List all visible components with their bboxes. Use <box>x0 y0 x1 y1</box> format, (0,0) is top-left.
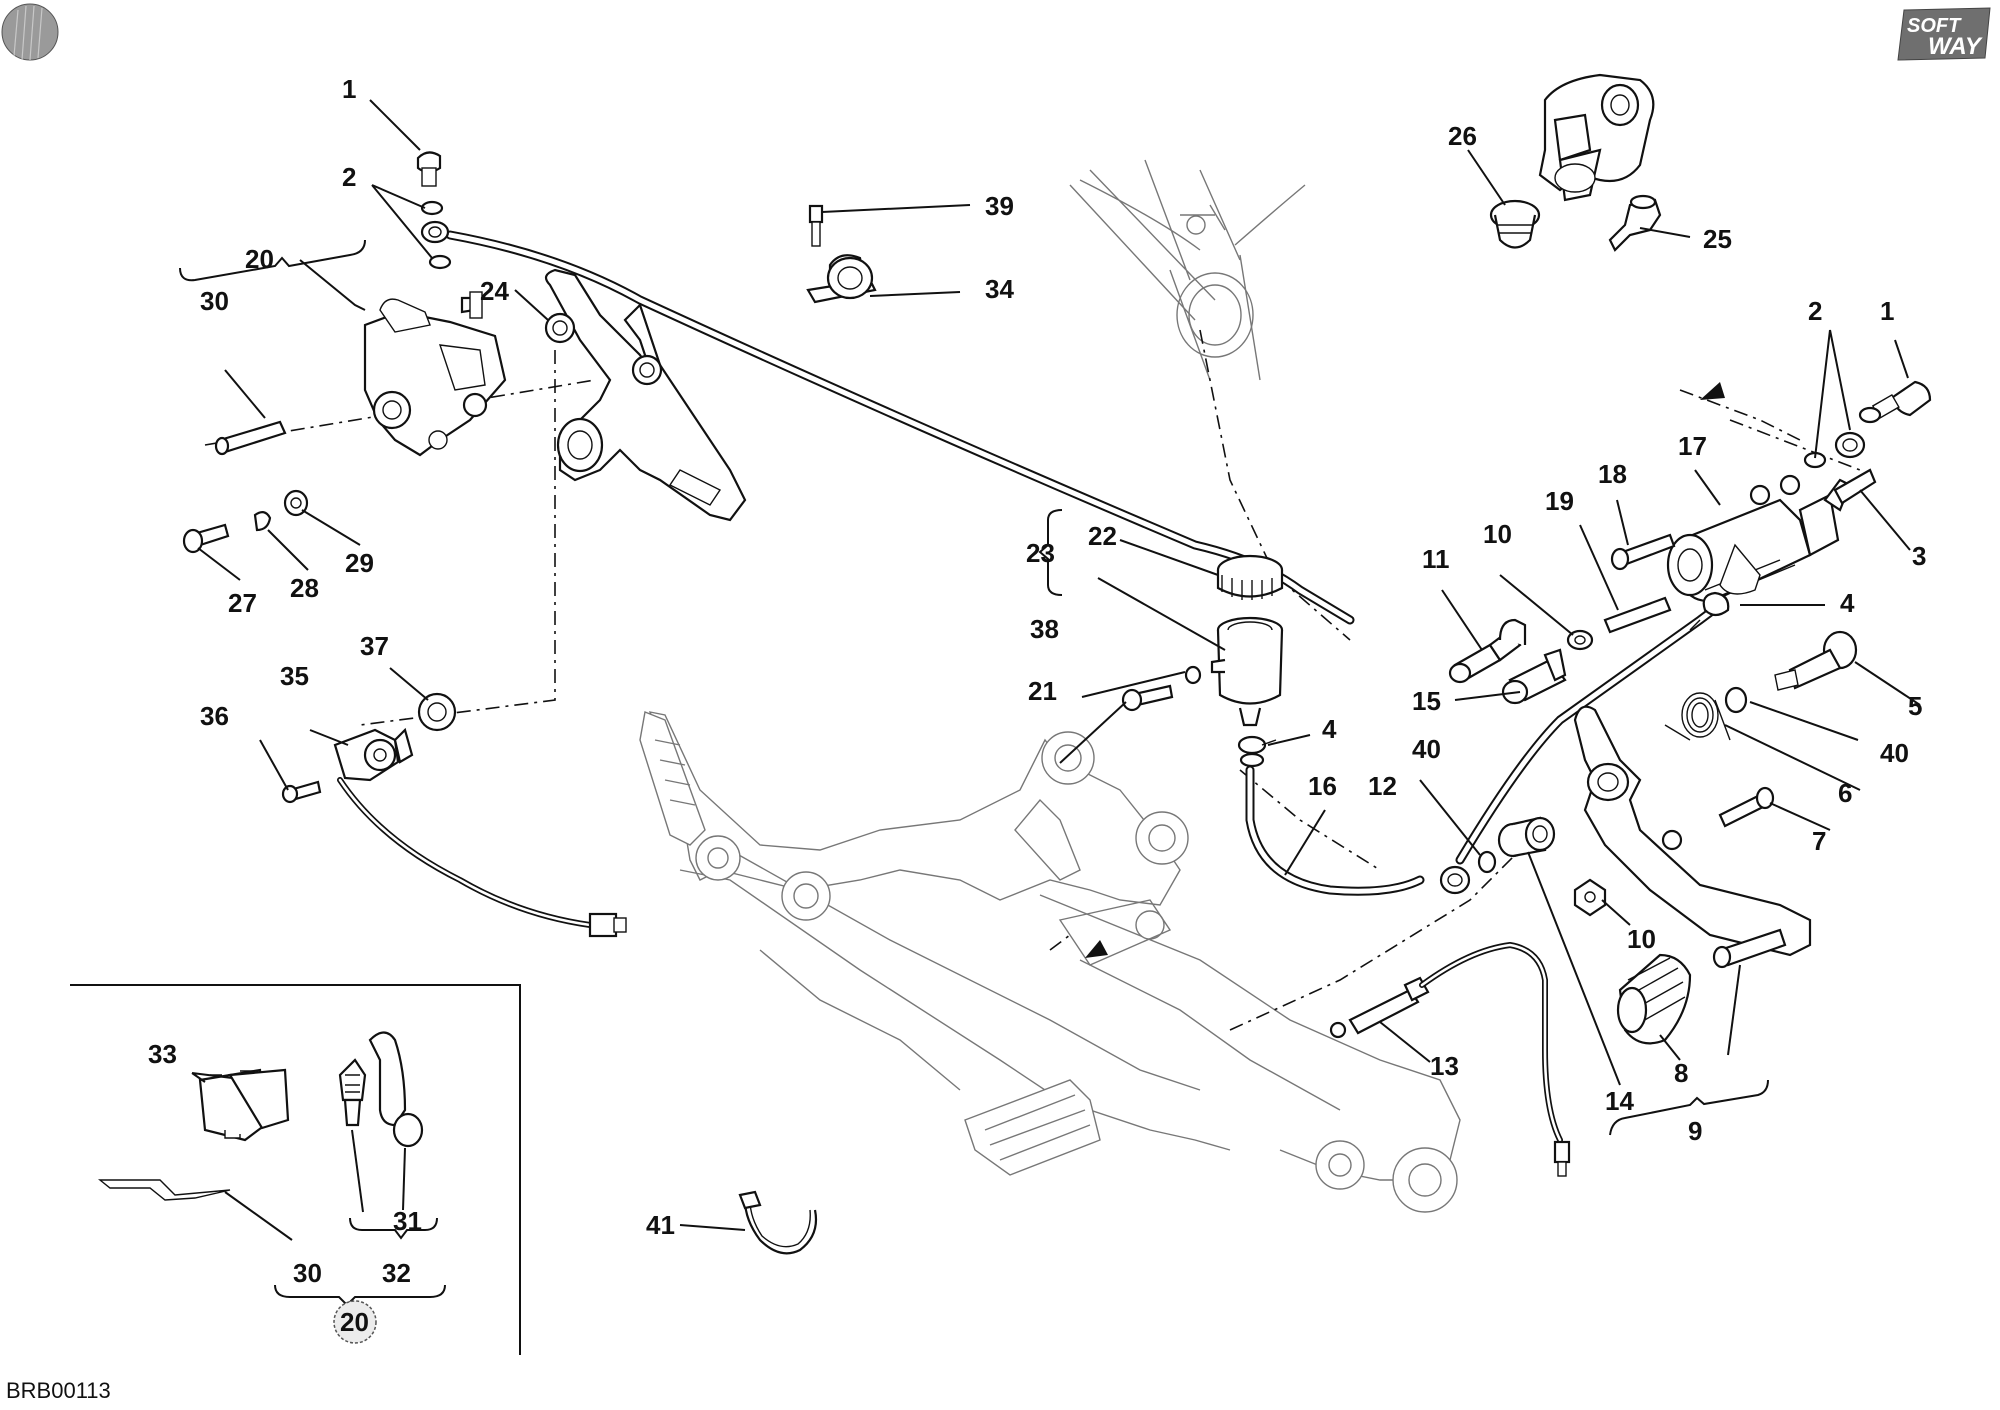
callout-31-bleed-valve: 31 <box>393 1206 422 1236</box>
callout-26-cap: 26 <box>1448 121 1477 151</box>
pedal-washers <box>1439 850 1497 895</box>
callout-25-fitting: 25 <box>1703 224 1732 254</box>
callout-1-caliper-bolt: 1 <box>342 74 356 104</box>
pushrod <box>1603 596 1672 634</box>
master-cylinder-top <box>1489 73 1662 252</box>
direction-arrow-bracket <box>1085 940 1108 958</box>
pedal-stop-bolt <box>1718 786 1775 828</box>
softway-logo: SOFT WAY <box>1897 7 1991 61</box>
callout-33-pads: 33 <box>148 1039 177 1069</box>
pedal-pivot-bolt <box>1724 630 1858 714</box>
caliper-bolt-set <box>182 489 309 554</box>
callout-20-caliper-assembly: 20 <box>245 244 274 274</box>
callout-1-master-bolt: 1 <box>1880 296 1894 326</box>
footpeg-rubber <box>1616 953 1692 1045</box>
logo-line-2: WAY <box>1928 33 1983 60</box>
callout-11-union: 11 <box>1422 544 1450 574</box>
hose-clip-bolt <box>806 204 877 304</box>
brake-caliper <box>363 291 507 457</box>
callout-32-kit: 32 <box>382 1258 411 1288</box>
brake-fluid-reservoir <box>1210 554 1284 727</box>
callout-20-circle-icon <box>333 1300 377 1344</box>
hose-clamp-reservoir <box>1237 735 1277 768</box>
reservoir-bolt-set <box>1121 665 1202 712</box>
master-cylinder <box>1666 380 1932 602</box>
callout-29-washer: 29 <box>345 548 374 578</box>
callout-10-nut: 10 <box>1627 924 1656 954</box>
callout-37-shim: 37 <box>360 631 389 661</box>
callout-4-clamp: 4 <box>1840 588 1855 618</box>
callout-40-washer: 40 <box>1412 734 1441 764</box>
logo-line-1: SOFT <box>1907 15 1962 37</box>
direction-arrow-right <box>1700 382 1725 400</box>
hose-clamp-right <box>1689 591 1730 631</box>
callout-13-switch: 13 <box>1430 1051 1459 1081</box>
cable-tie <box>738 1190 818 1255</box>
callout-12-washer: 12 <box>1368 771 1397 801</box>
callout-28-washer: 28 <box>290 573 319 603</box>
callout-20-caliper-kit: 20 <box>340 1307 369 1337</box>
return-spring <box>1664 692 1731 741</box>
inset-box <box>70 984 521 1355</box>
corner-badge-icon <box>1 3 59 61</box>
bleed-valve <box>338 1031 424 1148</box>
master-cylinder-pushrod-line <box>1455 600 1725 865</box>
callout-22-cap: 22 <box>1088 521 1117 551</box>
caliper-bracket <box>544 268 747 522</box>
footrest-bracket <box>639 711 1461 1213</box>
callout-30-pad-spring: 30 <box>293 1258 322 1288</box>
callout-labels: 1 2 20 30 24 27 28 29 39 34 26 25 2 1 17… <box>148 74 1926 1344</box>
callout-23-reservoir-assembly: 23 <box>1026 538 1055 568</box>
caliper-pin <box>214 420 287 456</box>
callout-5-pivot-bolt: 5 <box>1908 691 1922 721</box>
brake-pads <box>198 1068 290 1142</box>
callout-40-circlip: 40 <box>1880 738 1909 768</box>
brake-light-switch <box>1329 941 1571 1177</box>
callout-4-reservoir-clamp: 4 <box>1322 714 1337 744</box>
callout-14-spacer: 14 <box>1605 1086 1634 1116</box>
callout-30-pin: 30 <box>200 286 229 316</box>
callout-36-bolt: 36 <box>200 701 229 731</box>
callout-9-pedal-assembly: 9 <box>1688 1116 1702 1146</box>
callout-3-pipe: 3 <box>1912 541 1926 571</box>
speed-sensor <box>281 692 627 938</box>
callout-17-master-cylinder: 17 <box>1678 431 1707 461</box>
callout-16-hose: 16 <box>1308 771 1337 801</box>
callout-2-caliper-washers: 2 <box>342 162 356 192</box>
callout-2-master-washers: 2 <box>1808 296 1822 326</box>
pedal-nut <box>1573 878 1607 917</box>
callout-38-washer: 38 <box>1030 614 1059 644</box>
leader-lines <box>179 99 1921 1307</box>
callout-15-union: 15 <box>1412 686 1441 716</box>
master-cylinder-bolt <box>1610 533 1676 571</box>
callout-27-bolt: 27 <box>228 588 257 618</box>
brake-hose-rear <box>445 230 1355 625</box>
reservoir-hose <box>1245 765 1425 896</box>
callout-34-clip: 34 <box>985 274 1014 304</box>
callout-8-rubber: 8 <box>1674 1058 1688 1088</box>
callout-18-bolt: 18 <box>1598 459 1627 489</box>
drawing-code: BRB00113 <box>6 1378 111 1403</box>
callout-19-pushrod: 19 <box>1545 486 1574 516</box>
callout-24-bracket: 24 <box>480 276 509 306</box>
banjo-bolt-top-left <box>416 151 452 270</box>
callout-6-spring: 6 <box>1838 778 1852 808</box>
pedal-spacer <box>1497 816 1556 858</box>
frame-ghost <box>1069 159 1306 381</box>
callout-39-bolt: 39 <box>985 191 1014 221</box>
pad-spring <box>98 1179 231 1201</box>
callout-7-bolt: 7 <box>1812 826 1826 856</box>
callout-41-cable-tie: 41 <box>646 1210 675 1240</box>
brake-pedal <box>1573 705 1812 969</box>
callout-35-speed-sensor: 35 <box>280 661 309 691</box>
callout-21-bolt: 21 <box>1028 676 1057 706</box>
callout-10-washer: 10 <box>1483 519 1512 549</box>
